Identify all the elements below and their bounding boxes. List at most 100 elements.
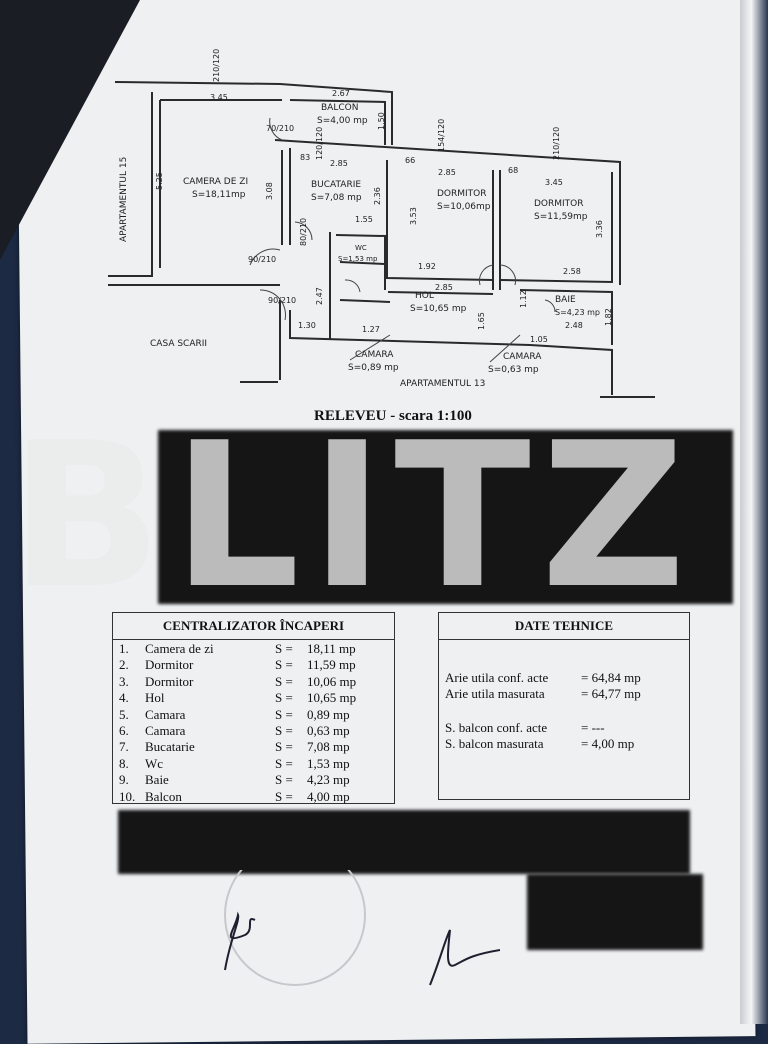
cell-name: Bucatarie [145, 739, 195, 755]
cell-value: 18,11 mp [307, 641, 356, 656]
neighbor-label: APARTAMENTUL 15 [119, 157, 129, 242]
cell-name: Wc [145, 755, 164, 771]
table-row: S. balcon conf. acte= --- [439, 720, 689, 736]
dimension: 2.36 [373, 187, 382, 205]
value: = 64,77 mp [581, 686, 641, 701]
room-label: DORMITOR [534, 199, 584, 209]
cell-s: S = [275, 755, 293, 771]
dimension: 1.65 [477, 312, 486, 330]
room-area: S=0,63 mp [488, 365, 539, 375]
dimension: 1.12 [519, 290, 528, 308]
room-label: HOL [415, 291, 434, 301]
cell-name: Camara [145, 706, 186, 722]
cell-value: 11,59 mp [307, 657, 356, 673]
room-label: DORMITOR [437, 189, 487, 199]
cell-name: Dormitor [145, 657, 194, 673]
neighbor-label: CASA SCARII [150, 339, 207, 349]
room-label: CAMARA [503, 352, 542, 362]
room-area: S=4,00 mp [317, 116, 368, 126]
table-row: Arie utila masurata = 64,77 mp [439, 686, 689, 702]
redacted-block [118, 810, 690, 874]
window-dimension: 154/120 [437, 119, 446, 152]
dimension: 1.55 [355, 215, 373, 224]
cell-n: 8. [119, 755, 129, 771]
dimension: 3.53 [409, 207, 418, 225]
cell-value: 4,23 mp [307, 772, 350, 788]
cell-name: Camara [145, 722, 186, 738]
signature-icon [224, 911, 256, 971]
cell-s: S = [275, 788, 293, 804]
dimension: 3.45 [545, 178, 563, 187]
value: = 64,84 mp [581, 670, 641, 685]
dimension: 2.85 [438, 168, 456, 177]
cell-name: Hol [145, 690, 165, 706]
cell-name: Baie [145, 772, 169, 788]
stamp-and-signatures [224, 870, 500, 986]
door-dimension: 90/210 [268, 296, 296, 305]
redacted-block [527, 874, 703, 950]
neighbor-label: APARTAMENTUL 13 [400, 379, 485, 389]
room-area: S=4,23 mp [555, 308, 600, 317]
table-row: 9. Baie S = 4,23 mp [113, 772, 394, 788]
plan-title: RELEVEU - scara 1:100 [314, 408, 472, 424]
value: = 4,00 mp [581, 736, 635, 751]
cell-s: S = [275, 722, 293, 738]
table-row: 2. Dormitor S = 11,59 mp [113, 657, 394, 673]
cell-value: 7,08 mp [307, 739, 350, 755]
dimension: 2.67 [332, 89, 350, 98]
dimension: 83 [300, 153, 310, 162]
dimension: 2.48 [565, 321, 583, 330]
room-area: S=1,53 mp [338, 255, 378, 263]
label: Arie utila masurata [445, 686, 545, 701]
dimension: 2.85 [330, 159, 348, 168]
table-title: DATE TEHNICE [439, 613, 689, 640]
cell-n: 9. [119, 772, 129, 788]
cell-s: S = [275, 657, 293, 673]
room-area: S=7,08 mp [311, 193, 362, 203]
date-tehnice-table: DATE TEHNICE Arie utila conf. acte= 64,8… [438, 612, 690, 800]
cell-n: 2. [119, 657, 129, 673]
table-row: S. balcon masurata = 4,00 mp [439, 736, 689, 752]
window-dimension: 210/120 [212, 49, 221, 82]
signature-icon [429, 929, 500, 986]
dimension: 5.25 [155, 172, 164, 190]
room-label: BUCATARIE [311, 180, 361, 190]
dimension: 1.27 [362, 325, 380, 334]
cell-value: 0,63 mp [307, 722, 350, 738]
cell-s: S = [275, 739, 293, 755]
cell-n: 3. [119, 673, 129, 689]
dimension: 68 [508, 166, 518, 175]
cell-s: S = [275, 706, 293, 722]
dimension: 1.05 [530, 335, 548, 344]
dimension: 1.30 [298, 321, 316, 330]
dimension: 3.45 [210, 93, 228, 102]
cell-s: S = [275, 641, 293, 656]
redacted-block [158, 430, 733, 604]
room-area: S=10,65 mp [410, 304, 467, 314]
door-dimension: 80/210 [299, 218, 308, 246]
room-area: S=18,11mp [192, 190, 246, 200]
walls [108, 81, 655, 398]
cell-value: 0,89 mp [307, 706, 350, 722]
door-dimension: 90/210 [248, 255, 276, 264]
cell-n: 10. [119, 788, 136, 804]
room-label: BALCON [321, 103, 358, 113]
room-label: CAMARA [355, 350, 394, 360]
cell-name: Camera de zi [145, 641, 214, 656]
label: S. balcon masurata [445, 736, 544, 751]
cell-s: S = [275, 690, 293, 706]
cell-value: 4,00 mp [307, 788, 350, 804]
cell-s: S = [275, 772, 293, 788]
room-area: S=10,06mp [437, 202, 491, 212]
photo-shadow [0, 0, 140, 260]
cell-s: S = [275, 673, 293, 689]
stamp-icon [224, 870, 366, 986]
